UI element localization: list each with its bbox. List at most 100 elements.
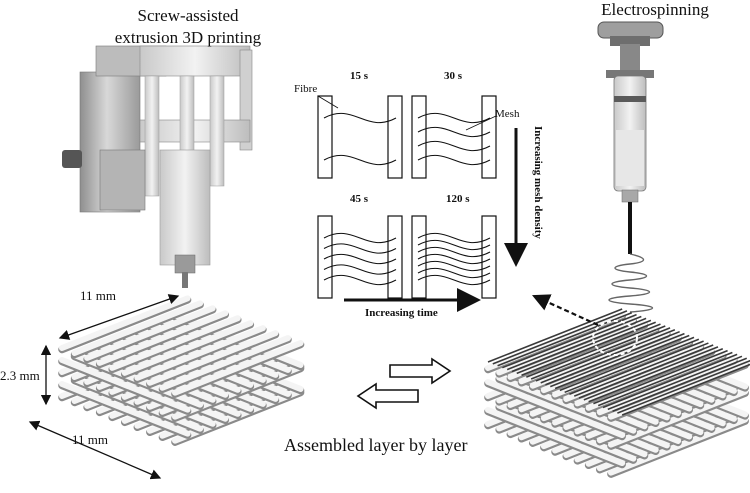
fibre-line (417, 246, 491, 258)
scaffold-rod (485, 379, 626, 439)
scaffold-rod (518, 325, 659, 385)
mesh-fibre (559, 336, 695, 392)
mesh-fibre (540, 329, 676, 384)
mesh-fibre (554, 334, 690, 390)
mesh-fibre (502, 313, 637, 369)
mesh-fibre (511, 317, 647, 373)
mesh-density-inset (317, 95, 497, 299)
scaffold-rod (159, 335, 292, 391)
mesh-fibre (521, 321, 656, 377)
fibre-line (417, 239, 491, 251)
mesh-leader (465, 115, 497, 131)
mesh-fibre (597, 351, 733, 407)
scaffold-rod (552, 338, 693, 398)
scaffold-rod (607, 360, 749, 420)
panel-right-bar (481, 215, 497, 299)
fibre-line (323, 253, 397, 265)
inset-panel (317, 95, 403, 179)
panel-left-bar (411, 95, 427, 179)
panel-right-bar (387, 95, 403, 179)
fibre-label: Fibre (294, 83, 318, 95)
fibre-line (323, 274, 397, 286)
syringe (597, 21, 664, 254)
mesh-fibre (578, 344, 714, 399)
inset-panel (411, 215, 497, 299)
fibre-line (323, 232, 397, 244)
mesh-fibre (607, 355, 743, 411)
hollow-arrow-right (389, 357, 452, 385)
hollow-arrow-left (356, 382, 419, 410)
increasing-mesh-density-label: Increasing mesh density (532, 126, 544, 239)
assembled-label: Assembled layer by layer (284, 435, 468, 455)
mesh-fibre (569, 340, 704, 395)
fibre-line (323, 264, 397, 275)
electrospun-mesh (487, 308, 750, 416)
fibre-line (417, 274, 491, 286)
mesh-fibre (621, 363, 750, 416)
inset-panel (411, 95, 497, 179)
dim-top-label: 11 mm (80, 288, 116, 303)
panel-right-bar (481, 95, 497, 179)
inset-panel (317, 215, 403, 299)
screw-title-line2: extrusion 3D printing (114, 28, 262, 47)
mesh-fibre (593, 349, 728, 405)
mesh-fibre (506, 315, 642, 371)
fibre-line (323, 154, 397, 166)
scaffold-rod (485, 407, 626, 467)
fibre-line (323, 112, 397, 124)
mesh-fibre (602, 353, 738, 409)
electrospinning-label: Electrospinning (601, 0, 709, 19)
mesh-fibre (573, 342, 709, 397)
zoom-arrow (531, 294, 599, 327)
panel-left-bar (317, 215, 333, 299)
panel-time-1: 30 s (444, 70, 463, 82)
mesh-fibre (492, 310, 628, 365)
scaffold-rod (507, 320, 648, 380)
fibre-line (417, 140, 491, 152)
scaffold-rod (585, 351, 726, 411)
printed-scaffold (58, 295, 305, 446)
scaffold-rod (134, 325, 266, 381)
mesh-fibre (583, 346, 719, 401)
dim-side-label: 2.3 mm (0, 368, 40, 383)
fibre-line (417, 260, 491, 272)
mesh-fibre (617, 359, 750, 414)
printer-head (62, 45, 253, 288)
fibre-line (417, 253, 491, 265)
mesh-fibre (535, 327, 671, 382)
panel-left-bar (411, 215, 427, 299)
scaffold-rod (109, 315, 241, 371)
fibre-line (417, 232, 491, 244)
scaffold-rod (146, 330, 279, 386)
electrospinning-jet (608, 253, 653, 313)
mesh-fibre (545, 330, 680, 386)
scaffold-rod (172, 340, 304, 396)
mesh-fibre (530, 325, 666, 380)
fibre-leader (317, 95, 339, 109)
fibre-line (417, 112, 491, 124)
fibre-line (417, 154, 491, 166)
dim-bottom-label: 11 mm (72, 432, 108, 447)
fibre-line (417, 126, 491, 138)
mesh-fibre (487, 308, 623, 363)
mesh-fibre (549, 332, 685, 388)
mesh-fibre (588, 347, 724, 403)
scaffold-rod (485, 311, 626, 371)
panel-time-3: 120 s (446, 193, 470, 205)
scaffold-rod (59, 381, 191, 437)
panel-right-bar (387, 215, 403, 299)
mesh-fibre (612, 357, 748, 412)
fibre-line (323, 243, 397, 254)
mesh-fibre (564, 338, 700, 394)
increasing-time-label: Increasing time (365, 307, 438, 319)
screw-title-line1: Screw-assisted (137, 6, 239, 25)
dimension-lines (28, 294, 180, 480)
scaffold-rod (540, 334, 682, 394)
panel-left-bar (317, 95, 333, 179)
mesh-fibre (516, 319, 652, 375)
mesh-fibre (526, 323, 661, 378)
panel-time-2: 45 s (350, 193, 369, 205)
fibre-line (417, 267, 491, 279)
mesh-label: Mesh (495, 108, 520, 120)
